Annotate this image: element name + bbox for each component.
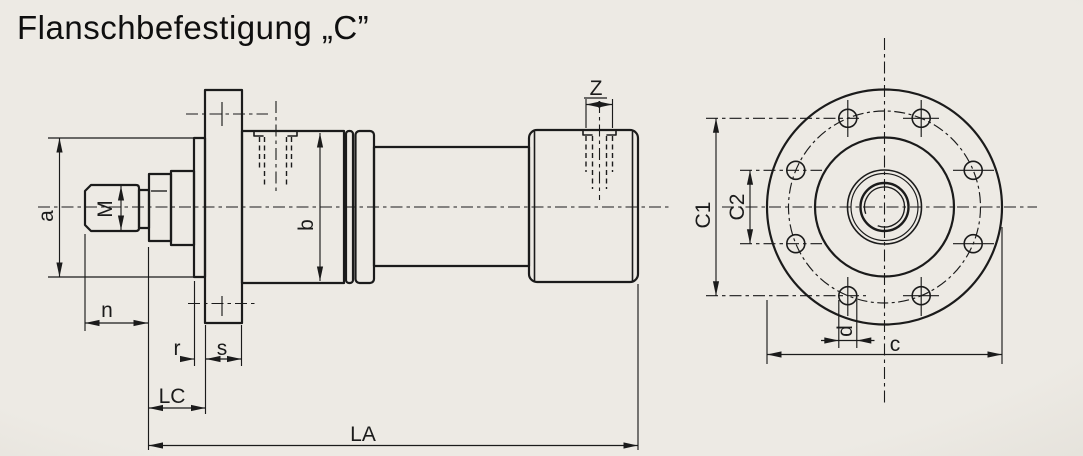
dim-a: a (35, 137, 194, 278)
dim-c: c (766, 227, 1003, 364)
dim-label-c: c (890, 333, 901, 356)
dim-label-n: n (101, 299, 113, 322)
page-title: Flanschbefestigung „C” (17, 9, 369, 46)
bolt-circle (787, 110, 982, 304)
dim-label-LA: LA (350, 423, 376, 446)
hub-chamfer-circle (850, 172, 919, 242)
dim-label-C2: C2 (726, 194, 749, 221)
dim-d: d (821, 300, 875, 348)
dim-label-r: r (174, 337, 181, 360)
dim-C1: C1 (692, 117, 866, 297)
bore-circle (859, 181, 910, 233)
dim-r-s: r s (174, 281, 243, 414)
dim-label-LC: LC (159, 385, 186, 408)
head-port (253, 101, 298, 191)
port-counterbore (253, 130, 298, 137)
dim-label-M: M (94, 200, 117, 218)
side-view: a M b n r s (35, 77, 672, 450)
hub-circle (846, 169, 923, 245)
dim-C2: C2 (726, 169, 822, 245)
flange-hole-axes (186, 102, 268, 316)
thread-arc (863, 186, 906, 228)
dim-label-s: s (217, 337, 228, 360)
cylinder-head (240, 129, 346, 285)
dim-LA: LA (147, 247, 639, 450)
dim-Z: Z (584, 77, 614, 128)
dim-label-C1: C1 (692, 202, 715, 229)
flange-outer-circle (765, 88, 1004, 326)
dim-label-Z: Z (590, 77, 603, 100)
dim-b: b (295, 133, 324, 281)
dim-label-a: a (35, 210, 58, 222)
port-counterbore (582, 129, 617, 136)
dim-M: M (94, 186, 125, 230)
dim-n: n (84, 234, 148, 331)
side-outline (83, 88, 640, 325)
front-view: C1 C2 d c (692, 38, 1037, 404)
dim-LC: LC (148, 385, 206, 412)
dim-label-b: b (295, 219, 318, 231)
pilot-circle (813, 136, 956, 278)
dim-label-d: d (834, 325, 857, 337)
cap-port (582, 101, 617, 200)
ring-1 (344, 129, 355, 285)
